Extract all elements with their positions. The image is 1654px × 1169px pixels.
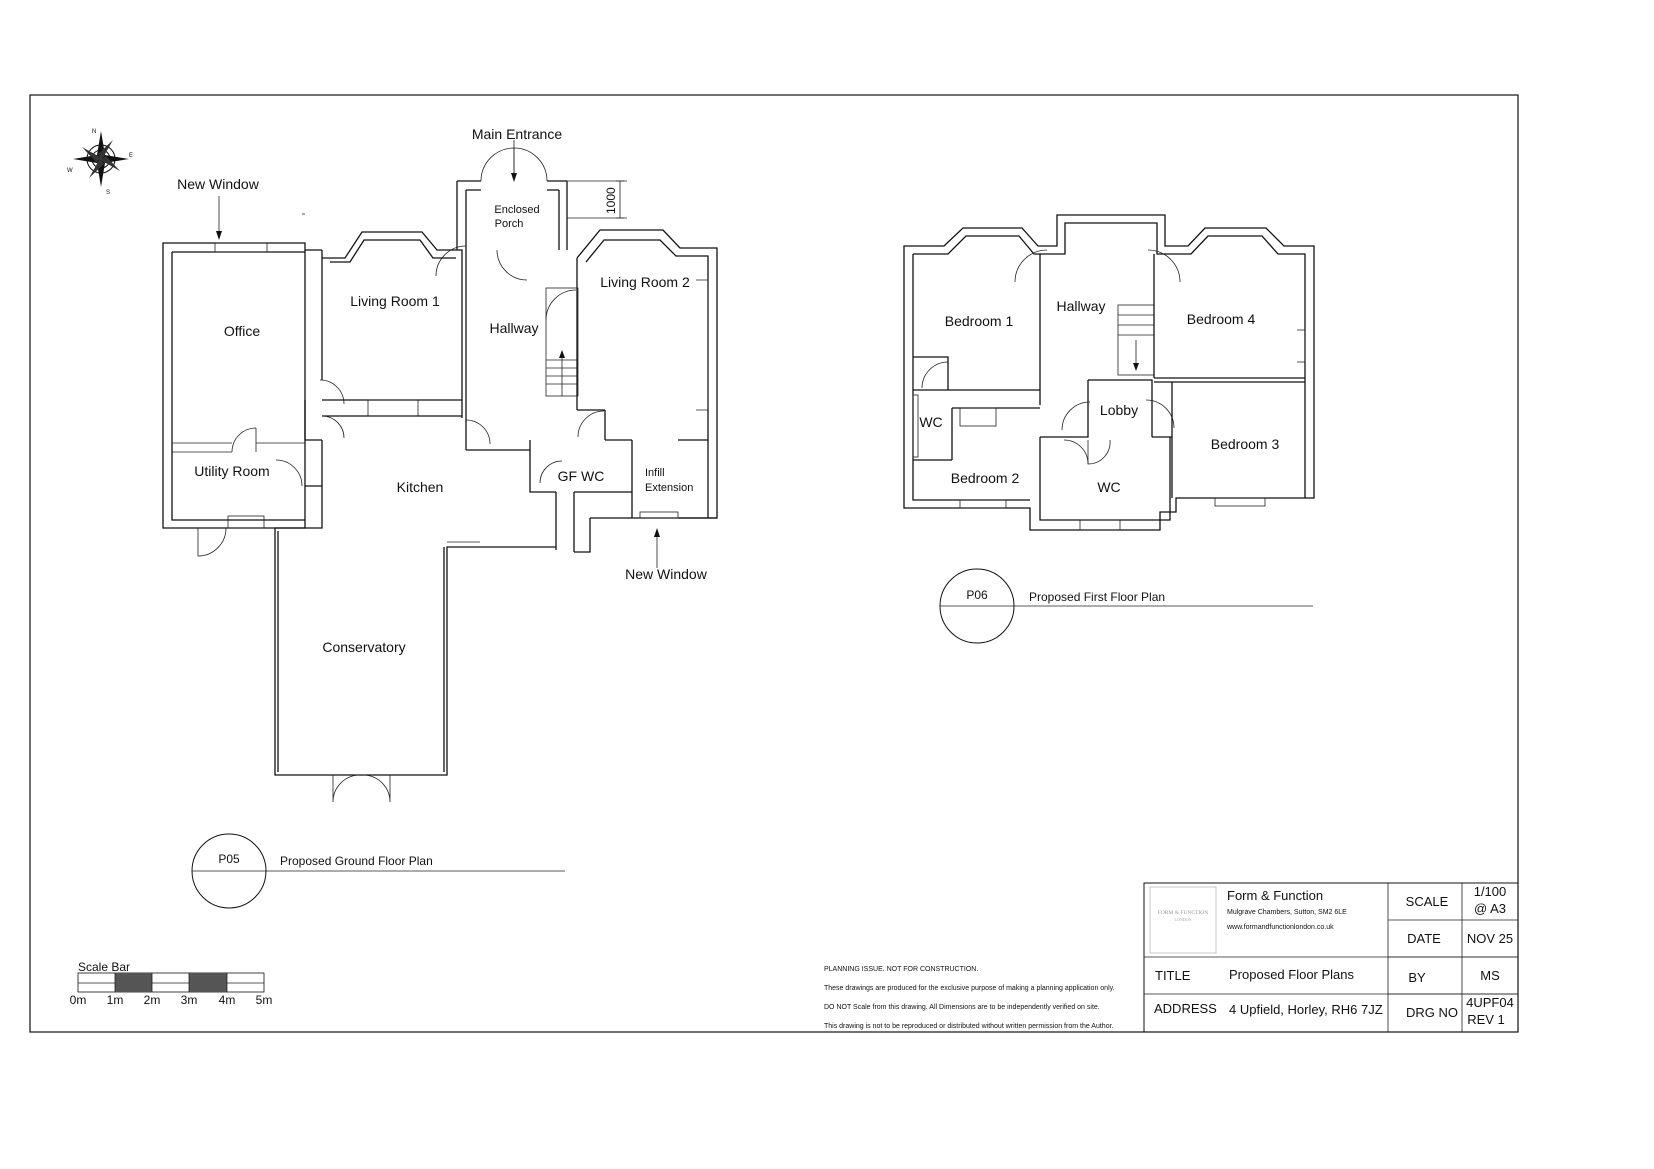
room-hallway-ff: Hallway (1056, 298, 1105, 314)
date-value: NOV 25 (1467, 931, 1513, 946)
scale-value-2: @ A3 (1474, 901, 1506, 916)
label-main-entrance: Main Entrance (472, 126, 562, 142)
room-living-room-1: Living Room 1 (350, 293, 440, 309)
scale-tick-2: 2m (144, 993, 161, 1007)
drg-label: DRG NO (1406, 1005, 1458, 1020)
room-office: Office (224, 323, 261, 339)
title-block: FORM & FUNCTION LONDON Form & Function M… (1143, 882, 1519, 1033)
plan-ref-p05-title: Proposed Ground Floor Plan (280, 854, 433, 868)
room-infill-2: Extension (645, 482, 693, 494)
room-infill-1: Infill (645, 467, 665, 479)
company-logo (1149, 886, 1217, 954)
title-value: Proposed Floor Plans (1229, 967, 1355, 982)
room-hallway-gf: Hallway (489, 320, 538, 336)
plan-ref-p05-code: P05 (218, 852, 240, 866)
logo-text: FORM & FUNCTION (1158, 910, 1208, 916)
drg-value-2: REV 1 (1467, 1012, 1505, 1027)
compass-e: E (129, 153, 133, 159)
room-bedroom-3: Bedroom 3 (1211, 436, 1280, 452)
note-0: PLANNING ISSUE. NOT FOR CONSTRUCTION. (824, 966, 978, 973)
by-label: BY (1408, 970, 1426, 985)
plan-ref-p06: P06 Proposed First Floor Plan (939, 568, 1313, 644)
by-value: MS (1480, 968, 1500, 983)
ground-floor-plan: Office Living Room 1 Hallway Living Room… (162, 126, 718, 803)
scale-bar-title: Scale Bar (78, 960, 130, 974)
plan-ref-p05: P05 Proposed Ground Floor Plan (191, 833, 565, 909)
first-floor-plan: Bedroom 1 Hallway Bedroom 4 WC Lobby Bed… (903, 214, 1315, 531)
scale-tick-1: 1m (107, 993, 124, 1007)
room-kitchen: Kitchen (397, 479, 444, 495)
room-gf-wc: GF WC (558, 468, 605, 484)
plan-ref-p06-title: Proposed First Floor Plan (1029, 590, 1165, 604)
room-living-room-2: Living Room 2 (600, 274, 690, 290)
company-website: www.formandfunctionlondon.co.uk (1226, 924, 1334, 931)
scale-label: SCALE (1406, 894, 1449, 909)
address-value: 4 Upfield, Horley, RH6 7JZ (1229, 1002, 1383, 1017)
room-enclosed-porch-2: Porch (495, 218, 524, 230)
company-name: Form & Function (1227, 888, 1323, 903)
drg-value-1: 4UPF04 (1466, 995, 1514, 1010)
label-new-window-bottom: New Window (625, 566, 708, 582)
room-lobby: Lobby (1100, 402, 1138, 418)
scale-tick-4: 4m (219, 993, 236, 1007)
room-bedroom-4: Bedroom 4 (1187, 311, 1256, 327)
room-bedroom-1: Bedroom 1 (945, 313, 1014, 329)
address-label: ADDRESS (1154, 1001, 1217, 1016)
dimension-1000: 1000 (604, 187, 618, 214)
scale-tick-5: 5m (256, 993, 273, 1007)
room-bedroom-2: Bedroom 2 (951, 470, 1020, 486)
scale-bar: Scale Bar 0m 1m 2m 3m 4m 5m (70, 960, 273, 1007)
plan-ref-p06-code: P06 (966, 588, 988, 602)
note-3: This drawing is not to be reproduced or … (824, 1023, 1114, 1030)
title-label: TITLE (1155, 968, 1191, 983)
scale-value-1: 1/100 (1474, 884, 1507, 899)
drawing-notes: PLANNING ISSUE. NOT FOR CONSTRUCTION. Th… (824, 966, 1115, 1030)
note-1: These drawings are produced for the excl… (824, 985, 1115, 992)
room-wc-center: WC (1097, 479, 1120, 495)
sheet-border (29, 94, 1519, 1033)
scale-tick-3: 3m (181, 993, 198, 1007)
compass-w: W (67, 168, 73, 174)
room-wc-left: WC (919, 414, 942, 430)
label-new-window-top: New Window (177, 176, 260, 192)
date-label: DATE (1407, 931, 1441, 946)
compass-n: N (92, 129, 96, 135)
room-utility: Utility Room (194, 463, 269, 479)
company-address: Mulgrave Chambers, Sutton, SM2 6LE (1227, 909, 1347, 916)
scale-tick-0: 0m (70, 993, 87, 1007)
room-conservatory: Conservatory (322, 639, 405, 655)
note-2: DO NOT Scale from this drawing. All Dime… (824, 1004, 1100, 1011)
room-enclosed-porch-1: Enclosed (494, 204, 539, 216)
compass-icon: N E S W (67, 129, 133, 196)
drawing-sheet: N E S W (29, 94, 1519, 1033)
logo-sub: LONDON (1175, 917, 1192, 922)
compass-s: S (106, 190, 110, 196)
